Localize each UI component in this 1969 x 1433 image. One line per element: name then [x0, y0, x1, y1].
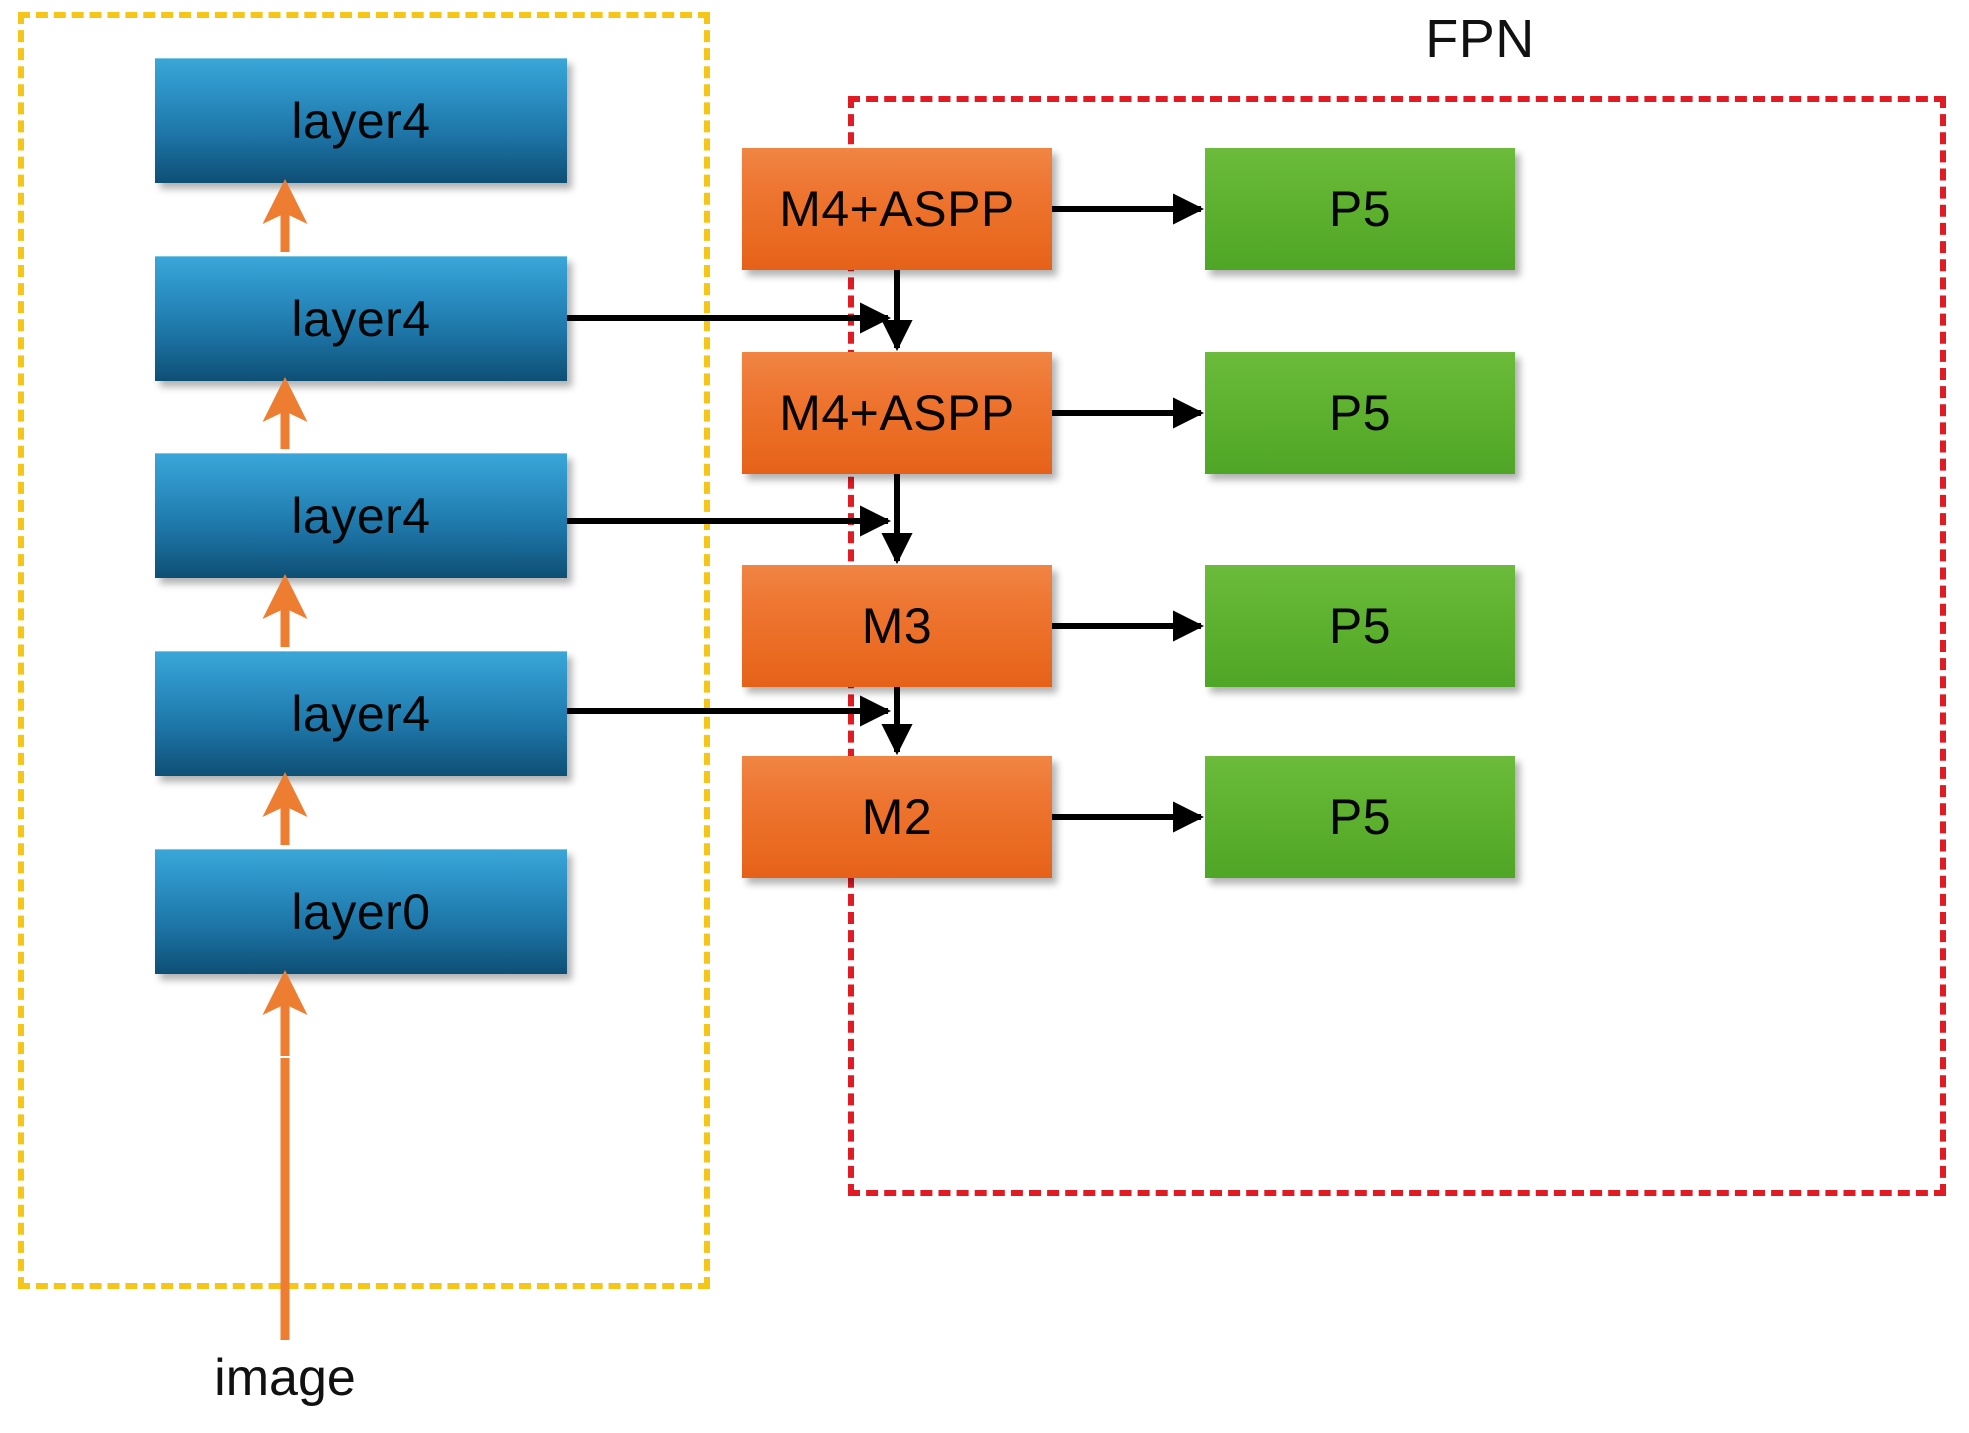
backbone-node-layer4-4[interactable]: layer4 — [155, 651, 567, 776]
node-label: P5 — [1328, 598, 1392, 654]
node-label: M4+ASPP — [779, 385, 1015, 441]
node-label: layer4 — [291, 488, 431, 544]
node-label: M2 — [861, 789, 933, 845]
node-label: layer4 — [291, 686, 431, 742]
input-label-image: image — [214, 1349, 356, 1407]
node-label: layer4 — [291, 93, 431, 149]
output-node-p5-4[interactable]: P5 — [1205, 756, 1515, 878]
backbone-node-layer4-2[interactable]: layer4 — [155, 256, 567, 381]
node-label: P5 — [1328, 789, 1392, 845]
backbone-node-layer4-top[interactable]: layer4 — [155, 58, 567, 183]
output-node-p5-1[interactable]: P5 — [1205, 148, 1515, 270]
fpn-node-m2[interactable]: M2 — [742, 756, 1052, 878]
node-label: P5 — [1328, 181, 1392, 237]
node-label: layer0 — [291, 884, 431, 940]
node-label: layer4 — [291, 291, 431, 347]
backbone-group-box — [18, 12, 710, 1289]
fpn-node-m4-aspp-2[interactable]: M4+ASPP — [742, 352, 1052, 474]
fpn-node-m3[interactable]: M3 — [742, 565, 1052, 687]
backbone-node-layer0[interactable]: layer0 — [155, 849, 567, 974]
fpn-node-m4-aspp-top[interactable]: M4+ASPP — [742, 148, 1052, 270]
node-label: P5 — [1328, 385, 1392, 441]
fpn-group-label: FPN — [1425, 9, 1535, 69]
output-arrows — [1052, 193, 1205, 833]
node-label: M3 — [861, 598, 933, 654]
output-node-p5-3[interactable]: P5 — [1205, 565, 1515, 687]
node-label: M4+ASPP — [779, 181, 1015, 237]
lateral-arrows — [567, 302, 892, 727]
backbone-node-layer4-3[interactable]: layer4 — [155, 453, 567, 578]
output-node-p5-2[interactable]: P5 — [1205, 352, 1515, 474]
